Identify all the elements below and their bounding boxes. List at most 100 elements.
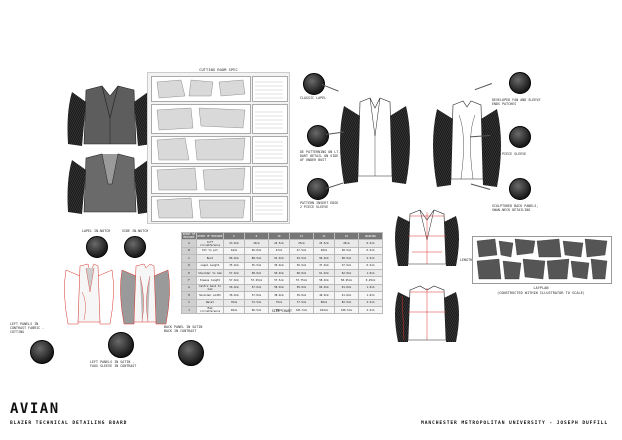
size-chart-cell: 91.0cm — [267, 254, 290, 263]
detail-circle-satin — [108, 332, 134, 358]
size-chart-cell: 47.5cm — [288, 246, 314, 256]
size-chart-cell: 57.25cm — [243, 276, 269, 285]
size-chart-cell: 62.0cm — [333, 268, 359, 278]
size-chart-cell: 58.0cm — [267, 283, 290, 293]
detail-circle-dart — [307, 125, 329, 147]
cutting-spec-title: CUTTING ROOM SPEC — [199, 68, 238, 72]
blazer-back-render — [67, 153, 153, 214]
size-chart-cell: 0.5cm — [357, 246, 384, 256]
size-chart-cell: 44cm — [223, 246, 245, 256]
size-chart-cell: 57.0cm — [243, 283, 269, 293]
size-chart-cell: 88.5cm — [243, 254, 269, 263]
size-chart-cell: Hem circumference — [196, 305, 224, 315]
size-chart-cell: 47cm — [267, 246, 290, 256]
size-chart-cell: Shoulder to hem — [196, 268, 224, 278]
size-chart-cell: 57.75cm — [288, 276, 314, 285]
size-chart-cell: I — [181, 298, 197, 307]
spec-table-2 — [252, 104, 288, 134]
size-chart-cell: 36.0cm — [267, 261, 290, 270]
size-chart-cell: 61.0cm — [333, 283, 359, 293]
callout-sculptured-back: SCULPTURED BACK PANELS, SWAN-NECK DETAIL… — [492, 204, 539, 212]
callout-length: LENGTH — [460, 258, 473, 262]
university-credit: MANCHESTER METROPOLITAN UNIVERSITY - JOS… — [421, 421, 608, 426]
size-chart-cell: 96.5cm — [243, 305, 269, 315]
size-chart-cell: 57.0cm — [223, 268, 245, 278]
callout-side-notch: SIDE IN-NOTCH — [122, 229, 149, 233]
size-chart-cell: 70cm — [223, 298, 245, 307]
size-chart-cell: 0.5cm — [357, 239, 384, 248]
size-chart-cell: 75cm — [267, 298, 290, 307]
size-chart-cell: 96.0cm — [312, 254, 335, 263]
size-chart-cell: 58.25cm — [333, 276, 359, 285]
size-chart-cell: Lapel Length — [196, 261, 224, 270]
size-chart-cell: 80cm — [312, 298, 335, 307]
size-chart-cell: 77.5cm — [288, 298, 314, 307]
size-chart-header-cell: 6 — [223, 231, 245, 241]
size-chart-cell: 35.0cm — [223, 261, 245, 270]
size-chart-header-cell: 14 — [312, 231, 335, 241]
size-chart-cell: D — [181, 261, 197, 270]
size-chart-cell: Cuff circumference — [196, 239, 224, 248]
measure-flat-back — [395, 285, 459, 342]
cutting-room-spec: CUTTING ROOM SPEC — [147, 68, 290, 224]
size-chart-cell: 35.5cm — [243, 261, 269, 270]
size-chart-cell: 58.0cm — [243, 268, 269, 278]
size-chart-header-cell: 8 — [243, 231, 269, 241]
size-chart-cell: F — [181, 276, 197, 285]
size-chart-cell: 38.0cm — [267, 291, 290, 300]
size-chart-cell: A — [181, 239, 197, 248]
size-chart-cell: 2.5cm — [357, 305, 384, 315]
layplan-title: LAYPLAN — [533, 286, 549, 290]
flat-back-fur — [433, 100, 501, 187]
size-chart-cell: 46.0cm — [243, 246, 269, 256]
size-chart-cell: 36.0cm — [223, 291, 245, 300]
callout-sleeve-ends: DEVELOPED FAN AND SLEEVE ENDS PATCHES — [492, 98, 541, 106]
size-chart-cell: H — [181, 291, 197, 300]
callout-left-panel-satin: LEFT PANELS IN SATIN - FAUX SLEEVE IN CO… — [90, 360, 137, 368]
size-chart-cell: Pit to pit — [196, 246, 224, 256]
size-chart-cell: E — [181, 268, 197, 278]
size-chart-cell: 25cm — [288, 239, 314, 248]
size-chart-cell: 60.0cm — [312, 283, 335, 293]
flat-back-pattern — [120, 263, 170, 325]
size-chart-caption: SIZE CHART — [271, 309, 293, 313]
size-chart-cell: 98.5cm — [333, 254, 359, 263]
size-chart-cell: 1.0cm — [357, 291, 384, 300]
callout-classic-lapel: CLASSIC LAPEL — [300, 96, 327, 100]
size-chart-cell: 39.0cm — [288, 291, 314, 300]
size-chart-header-cell: GRADING — [357, 231, 384, 241]
size-chart-cell: 58.0cm — [312, 276, 335, 285]
size-chart-cell: B — [181, 246, 197, 256]
brand-title: AVIAN — [10, 401, 60, 417]
callout-left-panel-contrast: LEFT PANELS IN CONTRAST FABRIC - CUTTING — [10, 322, 45, 334]
detail-circle-back-panel — [178, 340, 204, 366]
size-chart-cell: 57.5cm — [267, 276, 290, 285]
size-chart-cell: 59.0cm — [267, 268, 290, 278]
detail-circle-sleeve-ends — [509, 72, 531, 94]
size-chart-header-cell: POINT OF MEASURE — [196, 231, 224, 241]
size-chart-cell: 24.5cm — [267, 239, 290, 248]
measure-flat-front — [395, 209, 459, 266]
detail-circle-side-notch — [124, 236, 146, 258]
size-chart-cell: 57.0cm — [223, 276, 245, 285]
size-chart-cell: 26cm — [333, 239, 359, 248]
callout-pattern-insert: PATTERN INSERT EDGE 2 PIECE SLEEVE — [300, 201, 339, 209]
size-chart-table: POINT OF MEASURE POINT OF MEASURE 6 8 10… — [181, 231, 384, 315]
flat-front-fur — [340, 97, 410, 184]
size-chart-cell: Waist — [196, 298, 224, 307]
flat-front-pattern — [64, 263, 114, 325]
size-chart-cell: Centre back to hem — [196, 283, 224, 293]
size-chart-cell: 37.0cm — [312, 261, 335, 270]
size-chart-cell: 86.0cm — [223, 254, 245, 263]
size-chart-cell: 41.0cm — [333, 291, 359, 300]
size-chart-cell: C — [181, 254, 197, 263]
detail-circle-lapel — [303, 73, 325, 95]
size-chart-cell: 0.5cm — [357, 261, 384, 270]
size-chart-cell: 37.0cm — [243, 291, 269, 300]
